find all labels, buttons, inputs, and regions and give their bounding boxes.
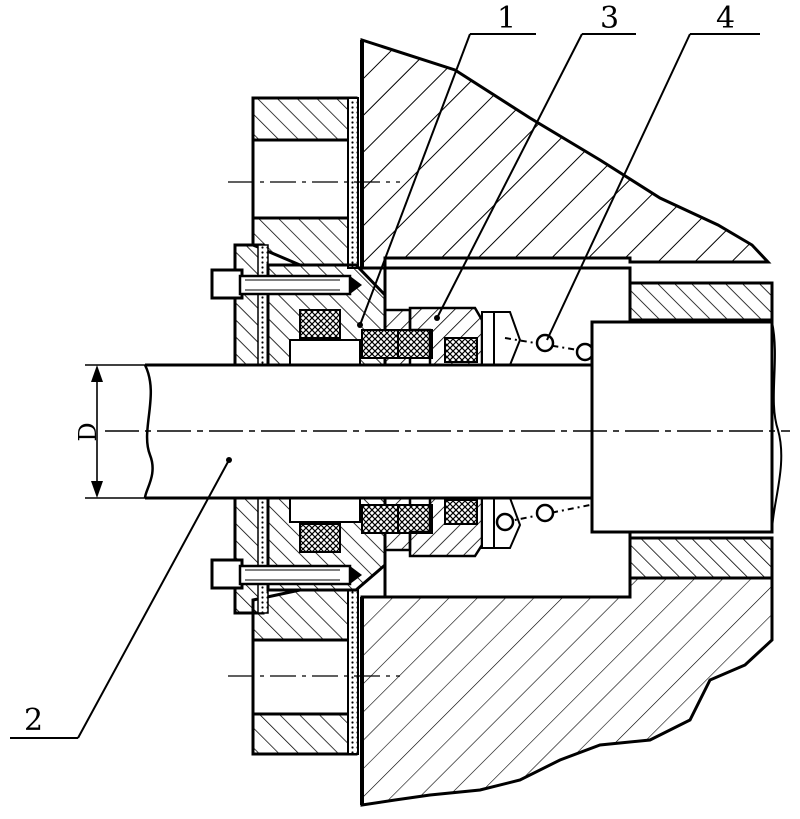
- diameter-dimension: [85, 364, 160, 499]
- spring-lower: [495, 503, 591, 532]
- lower-housing: [360, 576, 774, 807]
- flange-lower: [228, 588, 400, 756]
- bolt-lower: [210, 558, 362, 590]
- seal-rings-upper: [361, 306, 522, 367]
- spring-upper: [504, 333, 595, 362]
- bolt-upper: [210, 268, 362, 300]
- bushing-upper: [628, 281, 774, 322]
- callout-4: 4: [716, 1, 735, 36]
- callout-1: 1: [497, 1, 516, 36]
- leader-lines: [10, 33, 760, 739]
- seal-rings-lower: [361, 496, 522, 558]
- gland-upper: [233, 243, 387, 367]
- flange-upper: [228, 96, 400, 269]
- diameter-label: D: [74, 422, 102, 441]
- callout-3: 3: [600, 1, 619, 36]
- upper-housing: [360, 37, 772, 270]
- callout-2: 2: [24, 703, 43, 738]
- bushing-lower: [628, 536, 774, 580]
